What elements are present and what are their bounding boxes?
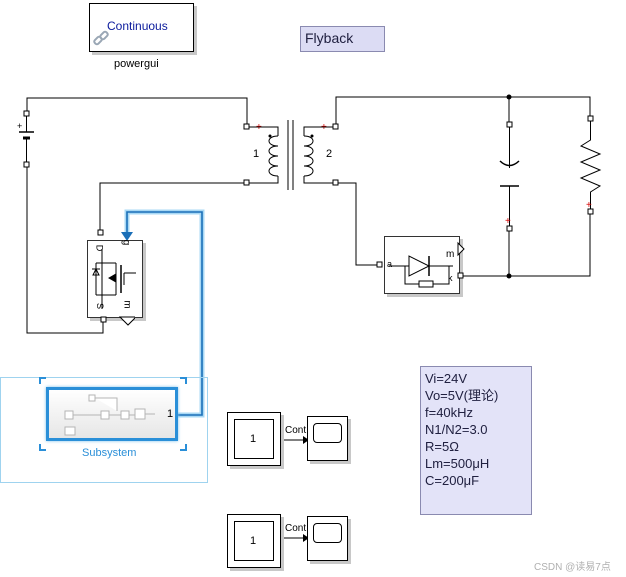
scope-block-1[interactable] — [307, 416, 348, 461]
param-line: C=200μF — [425, 473, 480, 488]
param-line: f=40kHz — [425, 405, 474, 420]
diode-ports — [376, 241, 465, 279]
constant-value: 1 — [250, 433, 257, 445]
model-title-box[interactable]: Flyback — [300, 26, 385, 52]
mosfet-ports — [97, 229, 135, 326]
diode-port-k: k — [448, 273, 453, 283]
winding-1-label: 1 — [253, 148, 260, 160]
diode-port-m: m — [446, 249, 455, 260]
subsystem-name: Subsystem — [82, 447, 137, 459]
powergui-name: powergui — [114, 58, 159, 70]
winding-2-label: 2 — [326, 148, 333, 160]
scope-signal-label: Cont — [285, 425, 307, 436]
subsystem-selection-area — [0, 377, 208, 483]
param-line: R=5Ω — [425, 439, 459, 454]
diode-port-a: a — [387, 259, 393, 269]
parameter-annotation[interactable]: Vi=24V Vo=5V(理论) f=40kHz N1/N2=3.0 R=5Ω … — [420, 366, 532, 515]
param-line: Lm=500μH — [425, 456, 490, 471]
svg-text:+: + — [586, 200, 592, 211]
constant-block-2[interactable]: 1 — [227, 514, 281, 568]
watermark: CSDN @读易7点 — [534, 562, 611, 573]
scope-block-2[interactable] — [307, 516, 348, 561]
svg-text:+: + — [505, 216, 511, 227]
mosfet-icon — [92, 249, 136, 309]
constant-value: 1 — [250, 535, 257, 547]
constant-block-1[interactable]: 1 — [227, 412, 281, 466]
subsystem-block[interactable]: 1 — [46, 387, 178, 441]
powergui-block[interactable]: Continuous — [89, 3, 194, 52]
svg-text:+: + — [17, 121, 22, 131]
constant-frame — [234, 419, 274, 459]
link-icon — [93, 30, 109, 46]
scope-screen-icon — [313, 523, 342, 543]
param-line: N1/N2=3.0 — [425, 422, 488, 437]
model-title: Flyback — [305, 30, 354, 46]
subsystem-resize-handles — [39, 377, 187, 451]
scope-signal-label: Cont — [285, 523, 307, 534]
scope-screen-icon — [313, 423, 342, 443]
diode-block[interactable]: a k m — [384, 236, 460, 294]
param-line: Vi=24V — [425, 371, 468, 386]
param-line: Vo=5V(理论) — [425, 388, 499, 403]
subsystem-out-port: 1 — [167, 408, 174, 420]
diode-icon — [389, 255, 453, 288]
constant-frame — [234, 521, 274, 561]
subsystem-diagram-icon — [64, 394, 155, 436]
dc-voltage-source[interactable]: + — [14, 108, 40, 170]
mosfet-block[interactable]: D g S m — [87, 240, 143, 318]
linear-transformer[interactable]: + + — [238, 114, 348, 194]
powergui-mode-label: Continuous — [107, 19, 168, 33]
load-resistor[interactable]: + — [577, 112, 605, 220]
output-capacitor[interactable]: + — [496, 118, 524, 236]
